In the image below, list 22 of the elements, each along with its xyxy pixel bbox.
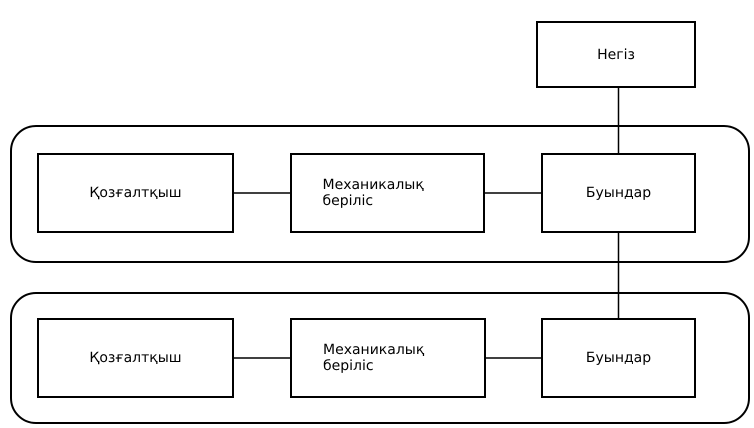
process-box [290, 318, 486, 398]
group-frame [10, 292, 750, 424]
process-box [37, 318, 234, 398]
box-label: Негіз [597, 46, 635, 62]
box-label: Буындар [586, 350, 652, 366]
connector-line [618, 233, 620, 318]
process-box [536, 21, 696, 88]
connector-line [485, 192, 541, 194]
process-box [541, 153, 696, 233]
process-box [290, 153, 485, 233]
connector-line [486, 357, 541, 359]
process-box [37, 153, 234, 233]
box-label: Механикалық беріліс [323, 342, 426, 374]
box-label: Буындар [586, 185, 652, 201]
connector-line [618, 88, 620, 153]
box-label: Механикалық беріліс [322, 177, 425, 209]
box-label: Қозғалтқыш [89, 185, 182, 201]
connector-line [234, 192, 290, 194]
process-box [541, 318, 696, 398]
box-label: Қозғалтқыш [89, 350, 182, 366]
group-frame [10, 125, 750, 263]
connector-line [234, 357, 290, 359]
